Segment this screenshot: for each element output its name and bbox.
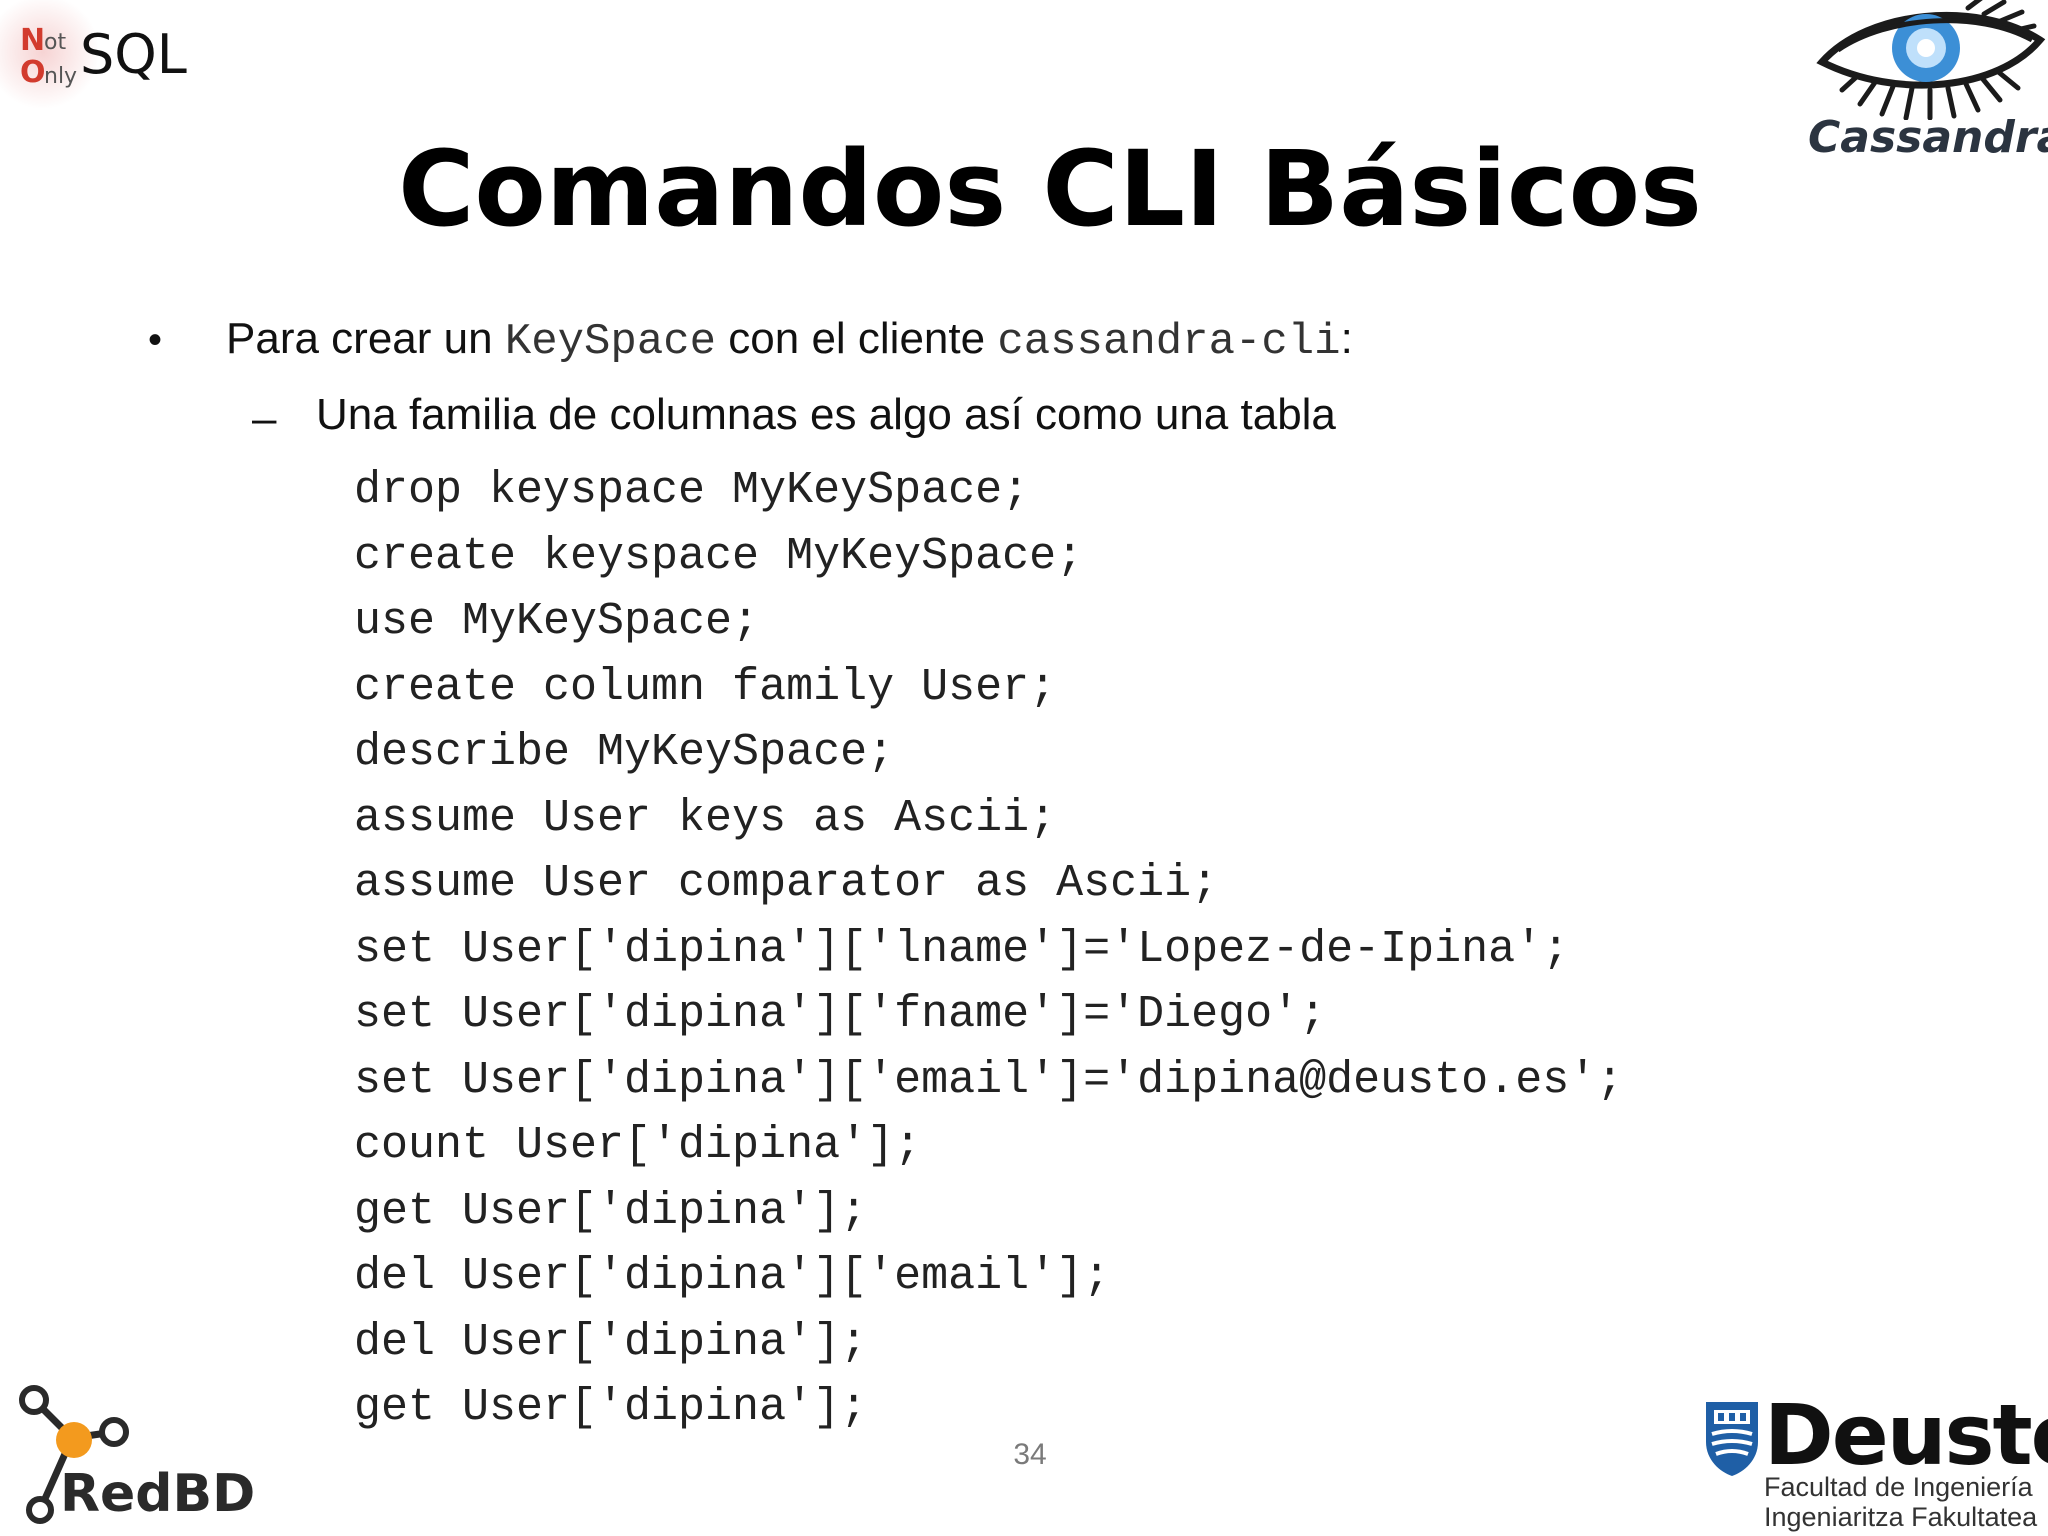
redbd-logo: RedBD xyxy=(10,1380,255,1530)
code-line: set User['dipina']['email']='dipina@deus… xyxy=(354,1054,1624,1106)
code-line: drop keyspace MyKeySpace; xyxy=(354,465,1030,516)
code-line: use MyKeySpace; xyxy=(354,596,760,647)
code-block: drop keyspace MyKeySpace; create keyspac… xyxy=(354,458,1623,1441)
code-line: del User['dipina']['email']; xyxy=(354,1251,1111,1302)
cassandra-eye-icon xyxy=(1816,0,2046,120)
bullet-keyspace-intro: Para crear un KeySpace con el cliente ca… xyxy=(226,314,1353,367)
slide-title: Comandos CLI Básicos xyxy=(398,128,1702,250)
code-line: set User['dipina']['fname']='Diego'; xyxy=(354,989,1327,1040)
code-line: get User['dipina']; xyxy=(354,1382,868,1433)
code-line: assume User keys as Ascii; xyxy=(354,792,1057,844)
code-line: set User['dipina']['lname']='Lopez-de-Ip… xyxy=(354,923,1570,975)
deusto-shield-icon xyxy=(1706,1402,1758,1476)
deusto-logo: Deusto Facultad de Ingeniería Ingeniarit… xyxy=(1700,1386,2048,1536)
cassandra-logo: Cassandra xyxy=(1808,0,2048,170)
code-line: get User['dipina']; xyxy=(354,1185,868,1237)
code-line: assume User comparator as Ascii; xyxy=(354,858,1219,909)
sub-bullet-marker: – xyxy=(252,394,277,443)
code-line: count User['dipina']; xyxy=(354,1120,922,1171)
bullet-marker: • xyxy=(148,318,163,362)
page-number: 34 xyxy=(1013,1438,1047,1471)
inline-code-cassandra-cli: cassandra-cli xyxy=(997,317,1341,367)
network-nodes-icon xyxy=(19,1385,129,1524)
sub-bullet-column-family: Una familia de columnas es algo así como… xyxy=(316,390,1336,439)
inline-code-keyspace: KeySpace xyxy=(504,317,717,367)
code-line: create keyspace MyKeySpace; xyxy=(354,530,1084,582)
code-line: create column family User; xyxy=(354,661,1057,713)
code-line: describe MyKeySpace; xyxy=(354,727,895,778)
nosql-logo: N ot O nly SQL xyxy=(0,0,218,112)
code-line: del User['dipina']; xyxy=(354,1316,868,1368)
